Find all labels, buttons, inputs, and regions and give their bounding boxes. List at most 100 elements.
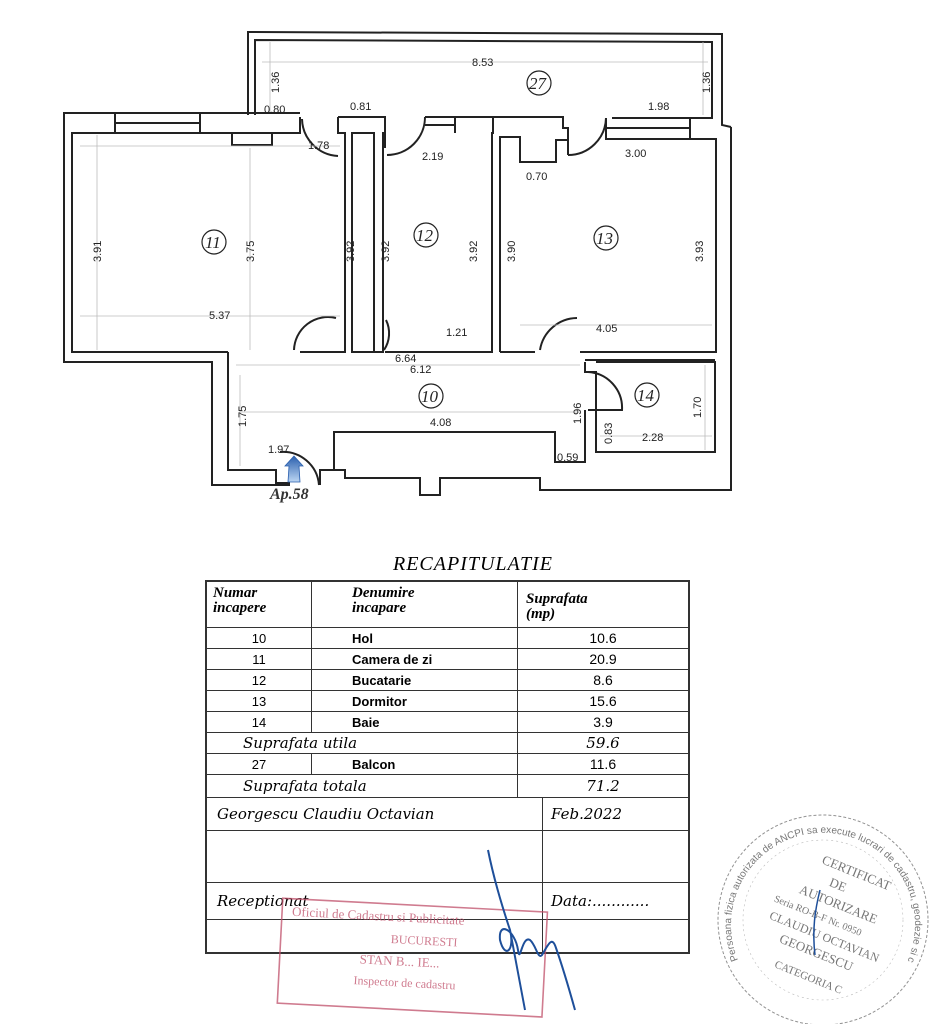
room-nr: 14 <box>251 714 267 730</box>
blank-row <box>207 919 688 952</box>
room-area: 11.6 <box>517 754 688 774</box>
dim-label: 4.08 <box>430 417 451 429</box>
header-line: Suprafata <box>526 590 588 607</box>
room-nr: 12 <box>251 672 267 688</box>
office-stamp-line: STAN B... IE... <box>359 951 440 970</box>
dim-label: 6.12 <box>410 364 431 376</box>
dim-label: 3.91 <box>92 241 104 262</box>
dim-label: 4.05 <box>596 323 617 335</box>
office-stamp-line: Oficiul de Cadastru si Publicitate <box>292 904 465 928</box>
room-number-10: 10 <box>421 387 439 406</box>
dim-label: 5.37 <box>209 310 230 322</box>
dim-label: 0.81 <box>350 101 371 113</box>
dim-label: 1.36 <box>270 72 282 93</box>
blank-cell <box>542 831 688 882</box>
dim-label: 8.53 <box>472 57 493 69</box>
dim-label: 1.78 <box>308 140 329 152</box>
entrance-arrow-icon <box>284 455 304 483</box>
certificate-line: DE <box>827 874 849 894</box>
room-number-13: 13 <box>596 229 613 248</box>
dim-label: 1.21 <box>446 327 467 339</box>
blank-row <box>207 830 688 882</box>
room-area: 3.9 <box>517 712 688 732</box>
dim-label: 2.28 <box>642 432 663 444</box>
author-name: Georgescu Claudiu Octavian <box>217 805 435 823</box>
dim-label: 3.75 <box>245 241 257 262</box>
dim-label: 0.59 <box>557 452 578 464</box>
summary-title: RECAPITULATIE <box>392 553 554 575</box>
total-row: Suprafata totala 71.2 <box>207 774 688 797</box>
dim-label: 1.96 <box>572 403 584 424</box>
dim-label: 3.92 <box>345 241 357 262</box>
room-number-11: 11 <box>205 233 221 252</box>
dim-label: 3.00 <box>625 148 646 160</box>
office-stamp-line: BUCURESTI <box>390 932 457 949</box>
dim-label: 1.98 <box>648 101 669 113</box>
room-nr: 10 <box>251 630 267 646</box>
header-suprafata: Suprafata(mp) <box>517 582 688 627</box>
dim-label: 3.93 <box>694 241 706 262</box>
room-area: 15.6 <box>517 691 688 711</box>
room-number-14: 14 <box>637 386 655 405</box>
dimension-labels: 8.53 1.36 1.36 0.80 0.81 1.78 2.19 1.98 … <box>92 57 713 464</box>
interior-walls <box>227 116 717 484</box>
dimension-lines <box>80 42 712 466</box>
room-name: Bucatarie <box>311 670 517 690</box>
room-name: Camera de zi <box>311 649 517 669</box>
dim-label: 6.64 <box>395 353 416 365</box>
balcony-walls <box>247 30 732 128</box>
header-line: Denumire <box>352 585 415 601</box>
room-name: Hol <box>311 628 517 648</box>
room-number-27: 27 <box>529 74 548 93</box>
total-label: Suprafata totala <box>243 777 367 795</box>
author-date: Feb.2022 <box>542 798 688 830</box>
blank-cell <box>542 920 688 952</box>
dim-label: 1.97 <box>268 444 289 456</box>
certificate-ring-text: Persoana fizica autorizata de ANCPI sa e… <box>0 0 923 964</box>
room-nr: 11 <box>252 651 266 667</box>
office-stamp-line: Inspector de cadastru <box>353 973 456 992</box>
signature <box>487 849 576 1011</box>
author-row: Georgescu Claudiu Octavian Feb.2022 <box>207 797 688 830</box>
dim-label: 3.92 <box>468 241 480 262</box>
received-label: Receptionat <box>217 892 309 910</box>
dim-label: 1.36 <box>701 72 713 93</box>
room-nr: 27 <box>251 756 267 772</box>
dim-label: 0.80 <box>264 104 285 116</box>
room-nr: 13 <box>251 693 267 709</box>
header-line: incapere <box>213 600 267 616</box>
room-area: 8.6 <box>517 670 688 690</box>
dim-label: 0.83 <box>603 423 615 444</box>
dim-label: 0.70 <box>526 171 547 183</box>
header-line: incapare <box>352 600 407 616</box>
room-numbers: 27 11 12 13 10 14 <box>201 70 660 409</box>
util-value: 59.6 <box>517 733 688 753</box>
room-area: 10.6 <box>517 628 688 648</box>
room-number-12: 12 <box>416 226 434 245</box>
signature-stamp-stroke <box>813 889 821 956</box>
room-area: 20.9 <box>517 649 688 669</box>
room-name: Baie <box>311 712 517 732</box>
header-line: (mp) <box>526 605 556 622</box>
dim-label: 1.70 <box>692 397 704 418</box>
doors <box>279 116 624 486</box>
header-line: Numar <box>213 585 258 601</box>
office-stamp: Oficiul de Cadastru si Publicitate BUCUR… <box>276 897 549 1018</box>
total-value: 71.2 <box>517 775 688 797</box>
dim-label: 1.75 <box>237 406 249 427</box>
dim-label: 3.90 <box>506 241 518 262</box>
